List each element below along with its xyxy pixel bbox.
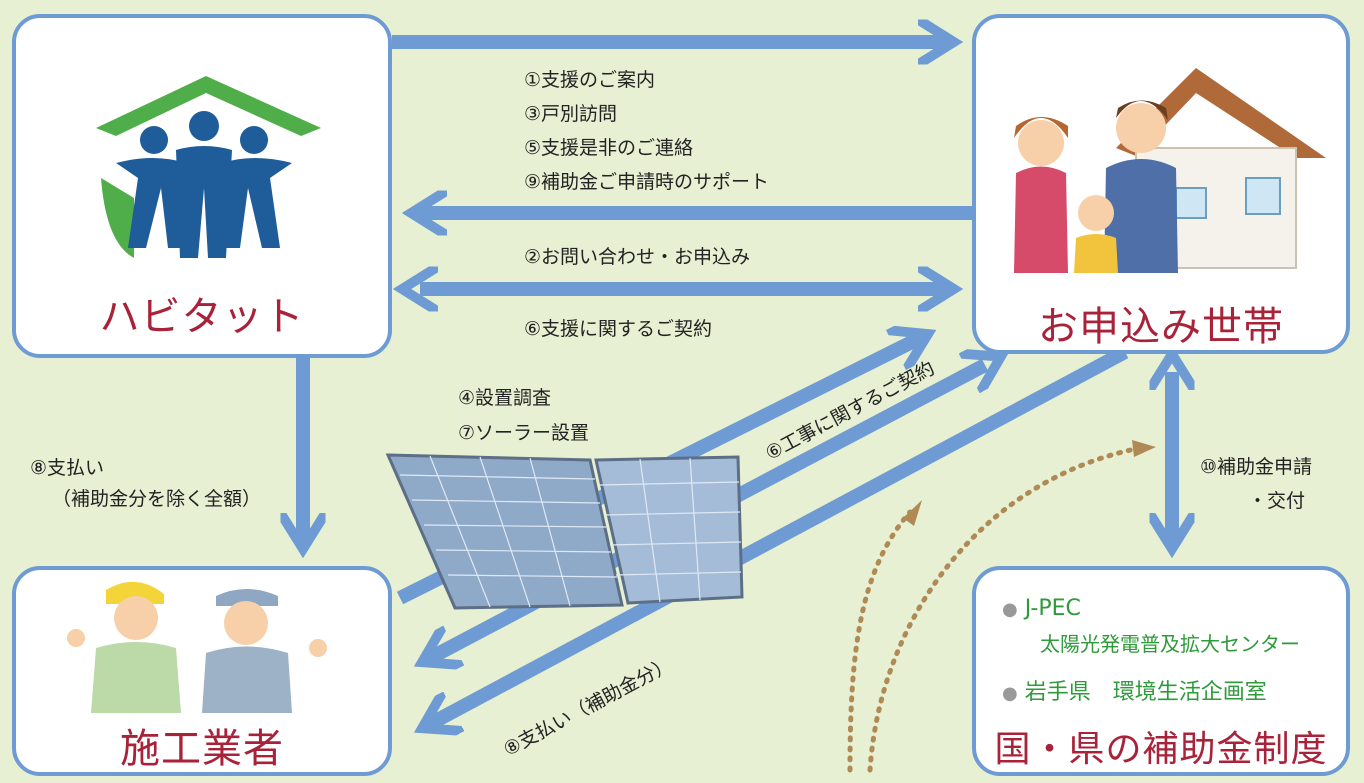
- flow-label-inquiry: ②お問い合わせ・お申込み: [524, 246, 751, 268]
- org1-subname: 太陽光発電普及拡大センター: [1040, 632, 1300, 656]
- org1-name: J-PEC: [1024, 596, 1081, 621]
- dotted-arrow-1: [847, 509, 913, 773]
- flow-label-subsidy-grant: ・交付: [1248, 490, 1306, 512]
- flow-label-support-decision: ⑤支援是非のご連絡: [524, 137, 694, 159]
- flow-label-payment-note: （補助金分を除く全額）: [52, 488, 262, 510]
- flow-label-subsidy-support: ⑨補助金ご申請時のサポート: [524, 171, 770, 193]
- flow-label-solar-install: ⑦ソーラー設置: [458, 422, 590, 444]
- bullet-icon: ●: [1002, 683, 1018, 704]
- flow-label-site-survey: ④設置調査: [458, 387, 552, 409]
- family-house-illustration: [1014, 68, 1326, 273]
- habitat-logo-icon: [96, 76, 321, 258]
- contractor-title: 施工業者: [120, 726, 284, 772]
- contractor-workers-illustration: [67, 581, 327, 713]
- household-title: お申込み世帯: [1038, 304, 1284, 350]
- habitat-title: ハビタット: [99, 294, 305, 340]
- bullet-icon: ●: [1002, 599, 1018, 620]
- subsidy-title: 国・県の補助金制度: [994, 729, 1328, 770]
- household-node: お申込み世帯: [972, 14, 1350, 354]
- subsidy-node: ● J-PEC 太陽光発電普及拡大センター ● 岩手県 環境生活企画室 国・県の…: [972, 566, 1350, 776]
- flow-label-payment: ⑧支払い: [30, 457, 105, 479]
- flow-label-visit: ③戸別訪問: [524, 103, 618, 125]
- habitat-node: ハビタット: [12, 14, 392, 358]
- arrow-household-to-contractor-payment: [430, 345, 1129, 724]
- flow-label-guidance: ①支援のご案内: [524, 69, 656, 91]
- dotted-arrow-head-1: [903, 500, 922, 526]
- dotted-arrow-head-2: [1132, 440, 1156, 457]
- dotted-arrow-2: [867, 445, 1143, 773]
- solar-panel-illustration: [385, 453, 744, 610]
- contractor-node: 施工業者: [12, 566, 392, 776]
- org2-name: 岩手県 環境生活企画室: [1024, 680, 1267, 705]
- org1-row: ● J-PEC: [1002, 596, 1081, 621]
- flow-label-subsidy-apply: ⑩補助金申請: [1200, 456, 1313, 478]
- flow-label-support-contract: ⑥支援に関するご契約: [524, 318, 713, 340]
- org2-row: ● 岩手県 環境生活企画室: [1002, 674, 1267, 706]
